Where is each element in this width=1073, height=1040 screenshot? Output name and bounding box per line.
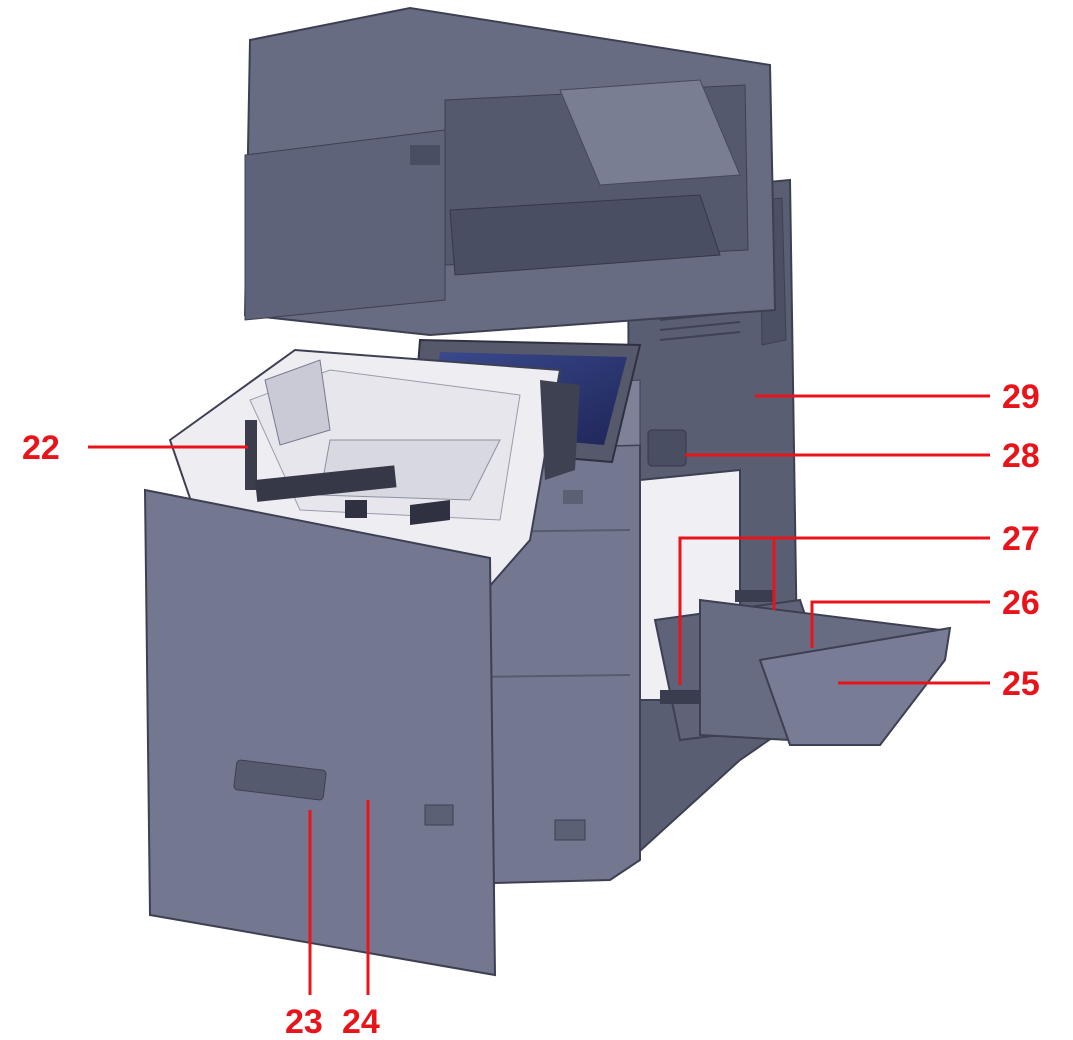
paper-width-guide xyxy=(255,465,397,502)
callout-labels: 29 28 27 26 25 22 23 24 xyxy=(22,378,1040,1040)
callout-26: 26 xyxy=(1002,584,1040,622)
callout-25: 25 xyxy=(1002,665,1040,703)
side-latch xyxy=(647,429,687,467)
cassette-handle xyxy=(233,759,327,801)
callout-28: 28 xyxy=(1002,437,1040,475)
leader-27 xyxy=(678,536,990,685)
callout-23: 23 xyxy=(285,1003,323,1040)
callout-29: 29 xyxy=(1002,378,1040,416)
callout-27: 27 xyxy=(1002,520,1040,558)
callout-22: 22 xyxy=(22,429,60,467)
printer-illustration xyxy=(143,6,952,977)
leader-26 xyxy=(810,600,990,648)
tray-extension xyxy=(758,626,952,746)
tray-slider-guide xyxy=(660,690,700,704)
paper-cassette xyxy=(143,348,580,977)
callout-24: 24 xyxy=(342,1003,380,1040)
paper-length-guide xyxy=(345,500,367,518)
multipurpose-tray xyxy=(639,468,952,747)
callout-leaders xyxy=(88,394,990,995)
paper-guide-left xyxy=(245,420,257,490)
